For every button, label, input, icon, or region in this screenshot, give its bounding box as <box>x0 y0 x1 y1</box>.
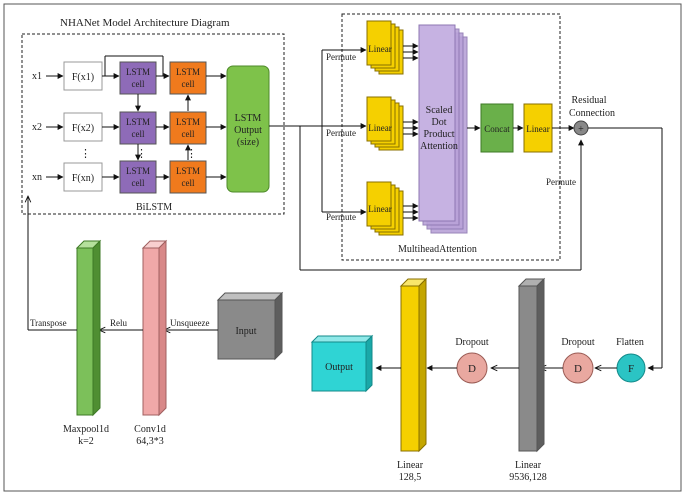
input-xn: xn <box>32 172 42 183</box>
linear-stack-3: Linear <box>366 181 404 236</box>
permute-label-1: Permute <box>326 52 356 62</box>
bilstm-row-2: x2 F(x2) LSTM cell LSTM cell <box>32 111 227 145</box>
dropout-1-symbol: D <box>574 363 582 375</box>
feature-fx1 <box>63 61 103 91</box>
lstm-cell-bwd-n-l2: cell <box>182 178 195 188</box>
feature-fx2-label: F(x2) <box>72 123 94 134</box>
lstm-cell-fwd-1-l2: cell <box>132 79 145 89</box>
linear-label-1: Linear <box>368 44 391 54</box>
lstm-cell-fwd-2-l2: cell <box>132 129 145 139</box>
transpose-label: Transpose <box>30 318 67 328</box>
sdpa-l4: Attention <box>420 141 458 152</box>
lstm-cell-bwd-2-l2: cell <box>182 129 195 139</box>
output-label: Output <box>325 362 353 373</box>
bilstm-box <box>21 33 285 215</box>
dropout-1-label: Dropout <box>561 337 595 348</box>
flatten-label: Flatten <box>616 337 644 348</box>
lstm-output-block <box>226 65 270 193</box>
lstm-cell-bwd-1 <box>169 61 207 95</box>
maxpool-bar <box>75 239 102 417</box>
linear1-bar <box>517 277 546 453</box>
input-label: Input <box>235 326 256 337</box>
linear-out-label: Linear <box>526 124 549 134</box>
lstm-cell-bwd-2 <box>169 111 207 145</box>
lstm-cell-fwd-n-l1: LSTM <box>126 166 150 176</box>
linear2-label-l1: Linear <box>397 460 424 471</box>
linear-stack-1: Linear <box>366 20 404 75</box>
outer-frame <box>3 3 682 492</box>
maxpool-label-l1: Maxpool1d <box>63 424 109 435</box>
lstm-cell-bwd-n-l1: LSTM <box>176 166 200 176</box>
dropout-2-label: Dropout <box>455 337 489 348</box>
dots-features: ⋮ <box>80 148 91 160</box>
diagram-title: NHANet Model Architecture Diagram <box>60 17 230 29</box>
input-block <box>216 291 284 361</box>
lstm-cell-bwd-1-l2: cell <box>182 79 195 89</box>
relu-label: Relu <box>110 318 127 328</box>
conv1d-label-l1: Conv1d <box>134 424 166 435</box>
flatten-symbol: F <box>628 363 634 375</box>
lstm-cell-fwd-2-l1: LSTM <box>126 117 150 127</box>
lstm-cell-bwd-n <box>169 160 207 194</box>
linear-stack-2: Linear <box>366 96 404 151</box>
lstm-output-l1: LSTM <box>235 113 262 124</box>
output-block <box>310 334 374 393</box>
lstm-cell-fwd-n-l2: cell <box>132 178 145 188</box>
linear-out-block <box>523 103 553 153</box>
sdpa-l2: Dot <box>432 117 447 128</box>
lstm-output-l2: Output <box>234 125 262 136</box>
linear1-label-l2: 9536,128 <box>509 472 547 483</box>
dots-bwd: ⋮ <box>186 148 197 160</box>
permute-label-2: Permute <box>326 128 356 138</box>
linear2-label-l2: 128,5 <box>399 472 422 483</box>
concat-label: Concat <box>484 124 510 134</box>
unsqueeze-label: Unsqueeze <box>170 318 209 328</box>
linear-label-2: Linear <box>368 123 391 133</box>
maxpool-label-l2: k=2 <box>78 436 94 447</box>
linear-to-sdpa-arrows <box>403 43 419 221</box>
dots-fwd: ⋮ <box>136 148 147 160</box>
residual-label-l1: Residual <box>572 95 607 106</box>
feature-fx2 <box>63 112 103 142</box>
input-x2: x2 <box>32 122 42 133</box>
feature-fxn <box>63 162 103 192</box>
bilstm-row-n: xn F(xn) LSTM cell LSTM cell <box>32 160 227 194</box>
permute-label-3: Permute <box>326 212 356 222</box>
residual-label-l2: Connection <box>569 108 615 119</box>
attention-label: MultiheadAttention <box>398 244 477 255</box>
feature-fx1-label: F(x1) <box>72 72 94 83</box>
attention-box <box>341 13 561 261</box>
concat-block <box>480 103 514 153</box>
residual-add-symbol: + <box>578 124 584 135</box>
residual-permute-label: Permute <box>546 177 576 187</box>
bilstm-label: BiLSTM <box>136 202 172 213</box>
linear1-label-l1: Linear <box>515 460 542 471</box>
feature-fxn-label: F(xn) <box>72 173 94 184</box>
conv1d-label-l2: 64,3*3 <box>136 436 164 447</box>
lstm-cell-bwd-1-l1: LSTM <box>176 67 200 77</box>
dropout-2-symbol: D <box>468 363 476 375</box>
linear2-bar <box>399 277 428 453</box>
lstm-cell-bwd-2-l1: LSTM <box>176 117 200 127</box>
conv1d-bar <box>141 239 168 417</box>
bilstm-row-1: x1 F(x1) LSTM cell LSTM cell <box>32 61 227 95</box>
sdpa-stack: Scaled Dot Product Attention <box>418 24 468 234</box>
sdpa-l1: Scaled <box>426 105 453 116</box>
sdpa-l3: Product <box>423 129 454 140</box>
linear-label-3: Linear <box>368 204 391 214</box>
input-x1: x1 <box>32 71 42 82</box>
lstm-cell-fwd-1-l1: LSTM <box>126 67 150 77</box>
lstm-output-l3: (size) <box>237 137 259 148</box>
